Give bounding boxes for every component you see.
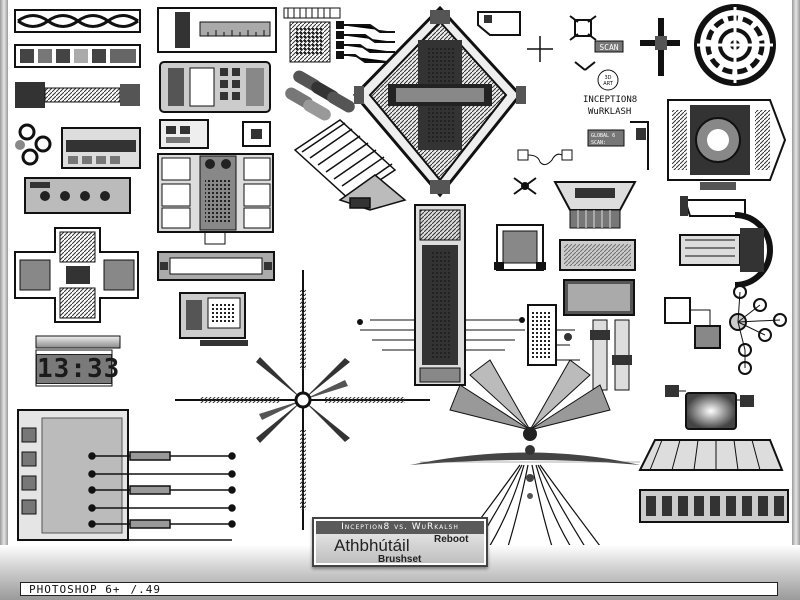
- wave-bar-brush: [14, 9, 141, 33]
- global-scan-brush: GLOBAL 6 SCAN:: [587, 121, 649, 170]
- stick-figure-brush: [513, 177, 537, 195]
- svg-text:SCAN:: SCAN:: [591, 140, 606, 146]
- ruler-panel-brush: [157, 7, 277, 53]
- segment-strip-brush: [14, 44, 141, 68]
- radial-target-brush: [694, 4, 776, 86]
- arch-gauge-brush: [679, 212, 773, 288]
- title-plate: Inception8 vs. WuRkalsh Athbhútáil Reboo…: [312, 517, 488, 567]
- module-box-brush: [159, 119, 271, 149]
- plus-target-brush: [640, 18, 680, 76]
- network-node-brush: [664, 285, 787, 375]
- step-lines-brush: [336, 21, 395, 63]
- scan-badge-brush: SCAN: [594, 40, 624, 53]
- robot-icon-brush: [569, 15, 597, 71]
- crosshair-brush: [527, 36, 553, 62]
- monitor-brush: [179, 292, 248, 346]
- title-superscript: Reboot: [434, 534, 469, 545]
- art-badge-brush: 3D ART: [597, 69, 619, 91]
- left-frame-border: [0, 0, 8, 600]
- insect-brush: [410, 359, 640, 581]
- title-header: Inception8 vs. WuRkalsh: [316, 521, 484, 534]
- tank-module-brush: [665, 385, 754, 430]
- diamond-core-brush: [352, 5, 526, 198]
- svg-text:3D: 3D: [604, 75, 611, 81]
- scan-label: SCAN: [599, 43, 618, 52]
- circuit-board-brush: [24, 177, 131, 214]
- grid-module-brush: [289, 21, 331, 63]
- digital-clock: 13:33: [36, 354, 121, 384]
- count-label: /.49: [130, 583, 161, 596]
- clock-frame-brush: [35, 335, 121, 387]
- iso-grid-brush: [638, 439, 789, 523]
- credit-line-2: WuRKLASH: [588, 107, 631, 117]
- control-panel-brush: [61, 127, 141, 169]
- pill-pattern-brush: [285, 70, 355, 121]
- title-subtitle: Brushset: [378, 554, 422, 565]
- pipe-connector-brush: [15, 82, 140, 108]
- credit-line-1: INCEPTION8: [583, 95, 637, 105]
- wire-node-brush: [517, 149, 573, 166]
- texture-panel-brush: [559, 239, 636, 316]
- version-label: PHOTOSHOP 6+: [29, 583, 121, 596]
- right-frame-border: [792, 0, 800, 600]
- gear-cluster-brush: [15, 123, 52, 166]
- data-column-brush: [527, 304, 580, 366]
- side-panel-brush: [17, 409, 129, 541]
- svg-text:ART: ART: [603, 81, 614, 87]
- tab-bracket-brush: [477, 11, 521, 36]
- isometric-stripes-brush: [293, 119, 407, 211]
- roof-module-brush: [553, 181, 637, 229]
- reactor-module-brush: [667, 99, 787, 190]
- screen-console-brush: [157, 153, 274, 245]
- keypad-brush: [159, 61, 271, 113]
- wire-rows-brush: [88, 451, 236, 541]
- status-bar: PHOTOSHOP 6+ /.49: [20, 582, 778, 596]
- svg-text:GLOBAL 6: GLOBAL 6: [591, 133, 615, 139]
- cross-dpad-brush: [14, 227, 139, 323]
- title-main: Athbhútáil: [334, 536, 410, 555]
- slot-bar-brush: [157, 251, 275, 281]
- vertical-tower-brush: [357, 204, 525, 386]
- frame-box-brush: [494, 224, 546, 271]
- bar-ruler-brush: [283, 7, 341, 19]
- slider-pair-brush: [590, 319, 632, 391]
- starburst-brush: [175, 270, 430, 530]
- credit-text-brush: INCEPTION8 WuRKLASH: [583, 95, 637, 117]
